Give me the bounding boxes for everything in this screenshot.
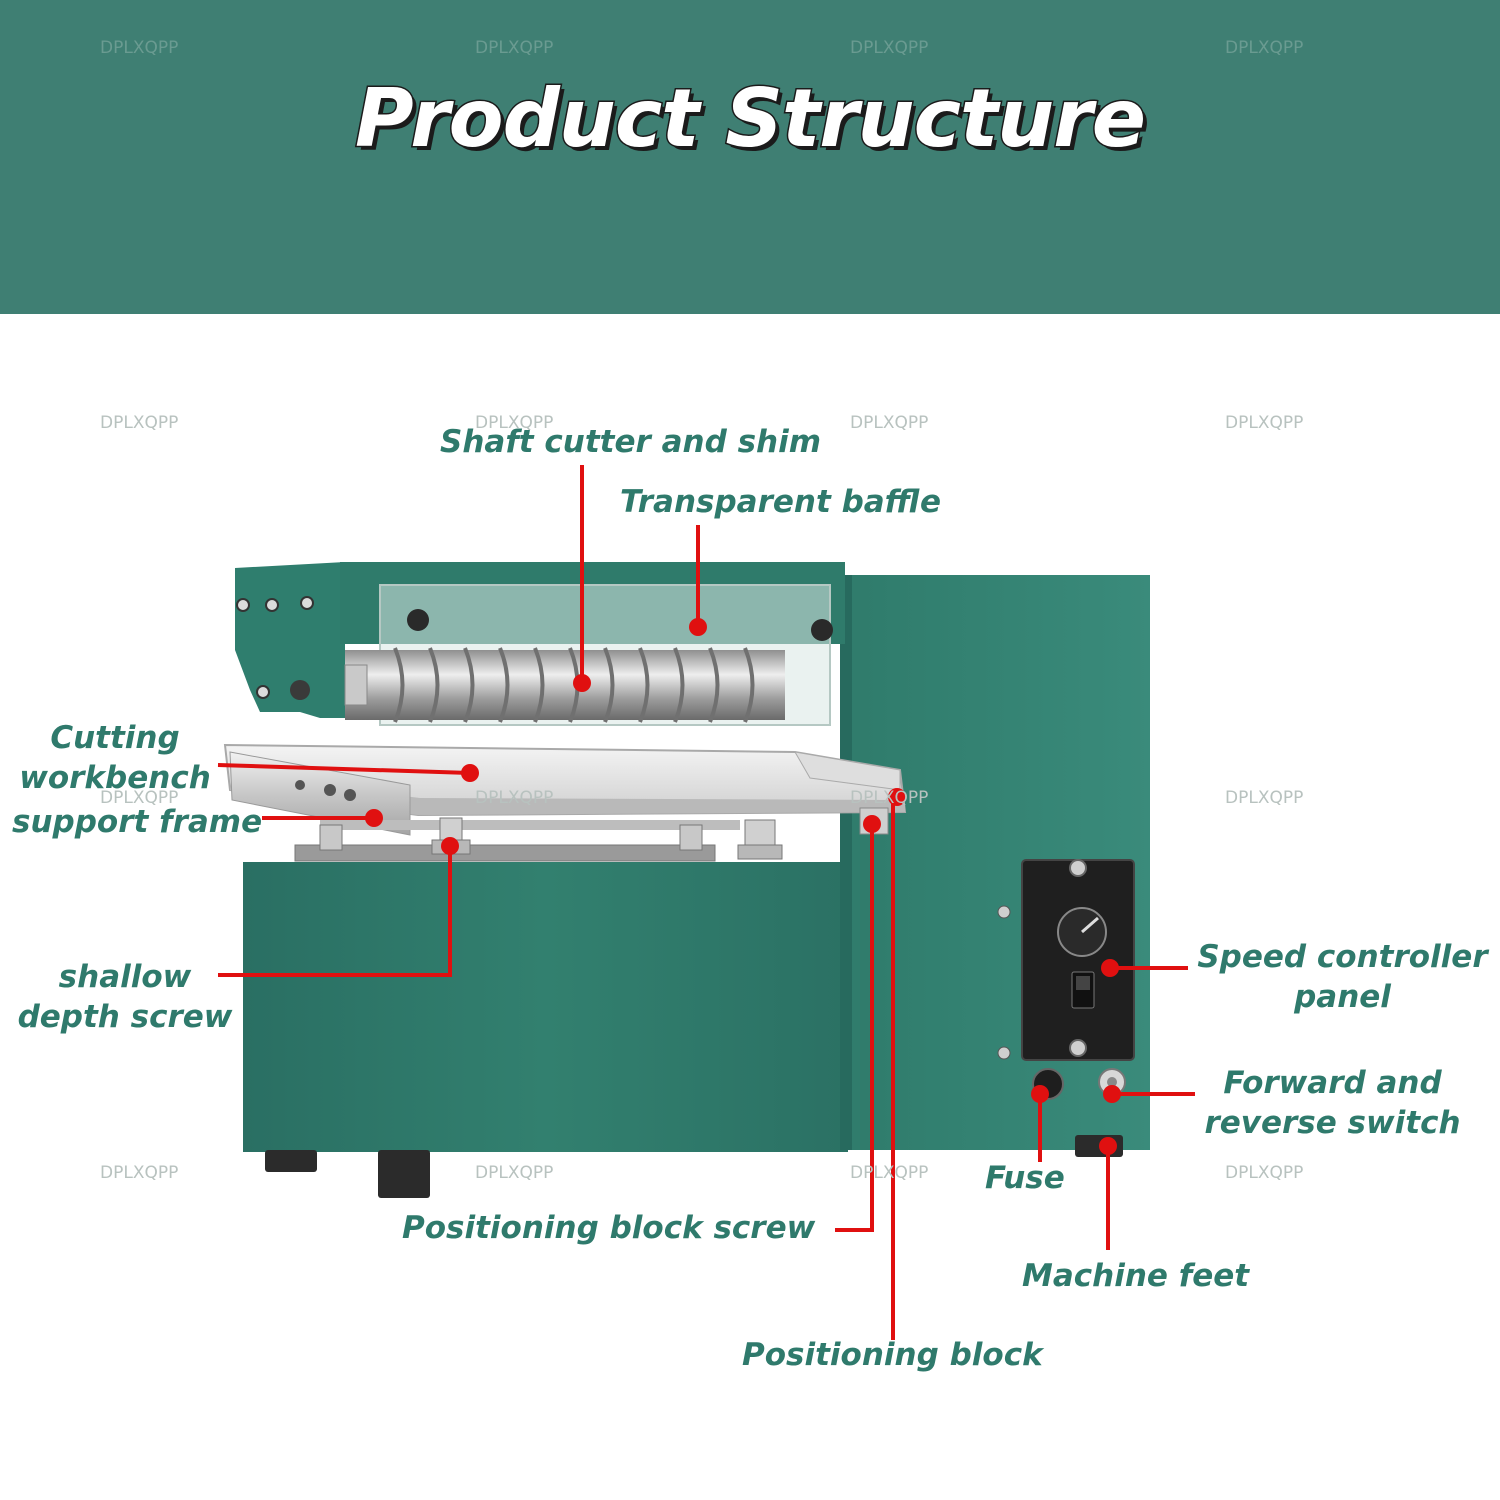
cutter-shaft (345, 650, 785, 720)
watermark: DPLXQPP (475, 1163, 554, 1183)
label-forward-reverse-2: reverse switch (1204, 1105, 1461, 1141)
label-speed-controller-1: Speed controller (1197, 939, 1488, 975)
machine-foot (265, 1150, 317, 1172)
watermark: DPLXQPP (850, 1163, 929, 1183)
machine-base (243, 862, 848, 1152)
watermark: DPLXQPP (1225, 413, 1304, 433)
label-cutting-workbench-1: Cutting (50, 720, 180, 756)
watermark: DPLXQPP (850, 413, 929, 433)
watermark: DPLXQPP (475, 788, 554, 808)
label-shallow-depth-2: depth screw (17, 999, 233, 1035)
watermark: DPLXQPP (1225, 1163, 1304, 1183)
label-cutting-workbench-2: workbench (19, 760, 211, 796)
header-banner (0, 0, 1500, 314)
leader-lines (217, 465, 1195, 1340)
watermark: DPLXQPP (475, 38, 554, 58)
label-shallow-depth-1: shallow (58, 959, 192, 995)
label-positioning-block-screw: Positioning block screw (402, 1210, 816, 1246)
watermark: DPLXQPP (850, 38, 929, 58)
leader-dots (365, 618, 1121, 1155)
label-fuse: Fuse (985, 1160, 1065, 1196)
watermark: DPLXQPP (100, 788, 179, 808)
watermark: DPLXQPP (1225, 788, 1304, 808)
support-frame (229, 751, 411, 836)
label-support-frame: support frame (12, 804, 263, 840)
watermark: DPLXQPP (850, 788, 929, 808)
page-title: Product Structure (354, 71, 1148, 167)
label-positioning-block: Positioning block (742, 1337, 1043, 1373)
label-forward-reverse-1: Forward and (1223, 1065, 1442, 1101)
label-transparent-baffle: Transparent baffle (620, 484, 942, 520)
machine-foot (378, 1150, 430, 1198)
speed-controller-panel (1021, 859, 1135, 1061)
watermark: DPLXQPP (100, 38, 179, 58)
watermark: DPLXQPP (1225, 38, 1304, 58)
label-speed-controller-2: panel (1294, 979, 1391, 1015)
cutter-side-plate (235, 562, 345, 718)
label-machine-feet: Machine feet (1022, 1258, 1250, 1294)
watermark: DPLXQPP (475, 413, 554, 433)
watermark: DPLXQPP (100, 413, 179, 433)
cutter-blades (393, 647, 755, 723)
label-shaft-cutter: Shaft cutter and shim (440, 424, 822, 460)
watermark: DPLXQPP (100, 1163, 179, 1183)
